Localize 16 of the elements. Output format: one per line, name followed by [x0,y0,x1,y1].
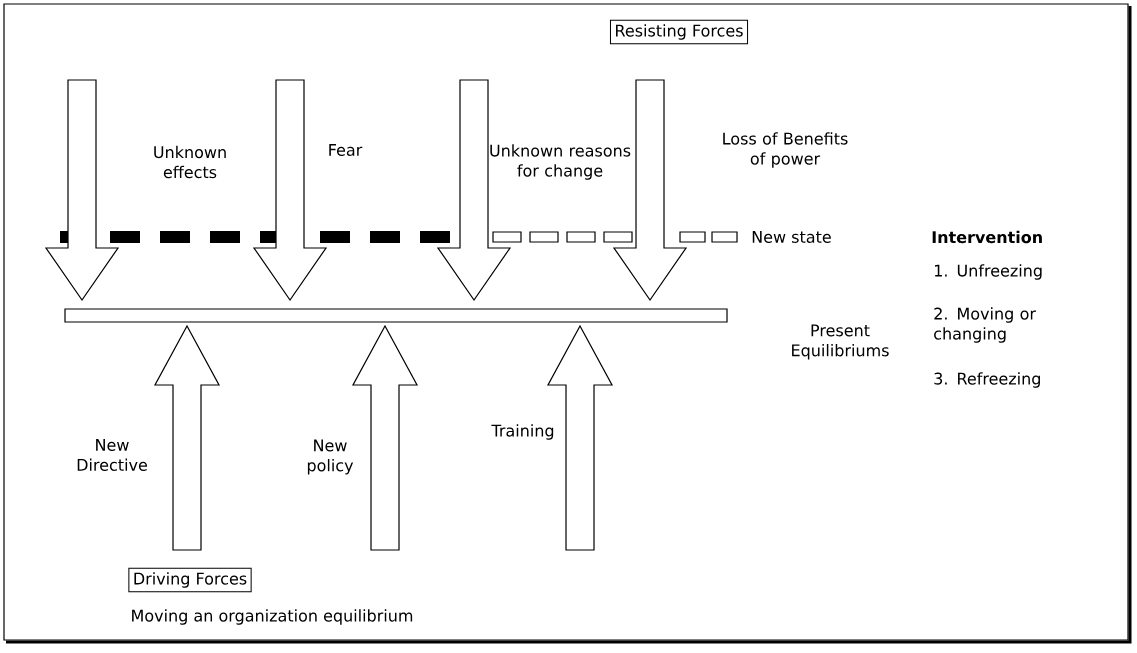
force-label: New Directive [77,439,147,471]
heading: Intervention [932,230,1042,244]
bar-label: Present Equilibriums [792,324,889,360]
force-label: Unknown reasons for change [490,144,631,180]
force-label: Fear [329,144,363,156]
list-item: 3. Refreezing [934,372,1040,388]
caption: Moving an organization equilibrium [132,609,413,625]
force-label: New policy [307,439,354,475]
force-label: Unknown effects [154,145,226,179]
list-item: 2. Moving or changing [934,307,1036,343]
force-label: Loss of Benefits of power [723,132,848,168]
list-item: 1. Unfreezing [934,264,1042,280]
force-label-box: Driving Forces [128,567,252,593]
force-label: Training [491,424,554,440]
state-label: New state [752,231,831,243]
force-label-box: Resisting Forces [609,19,749,45]
